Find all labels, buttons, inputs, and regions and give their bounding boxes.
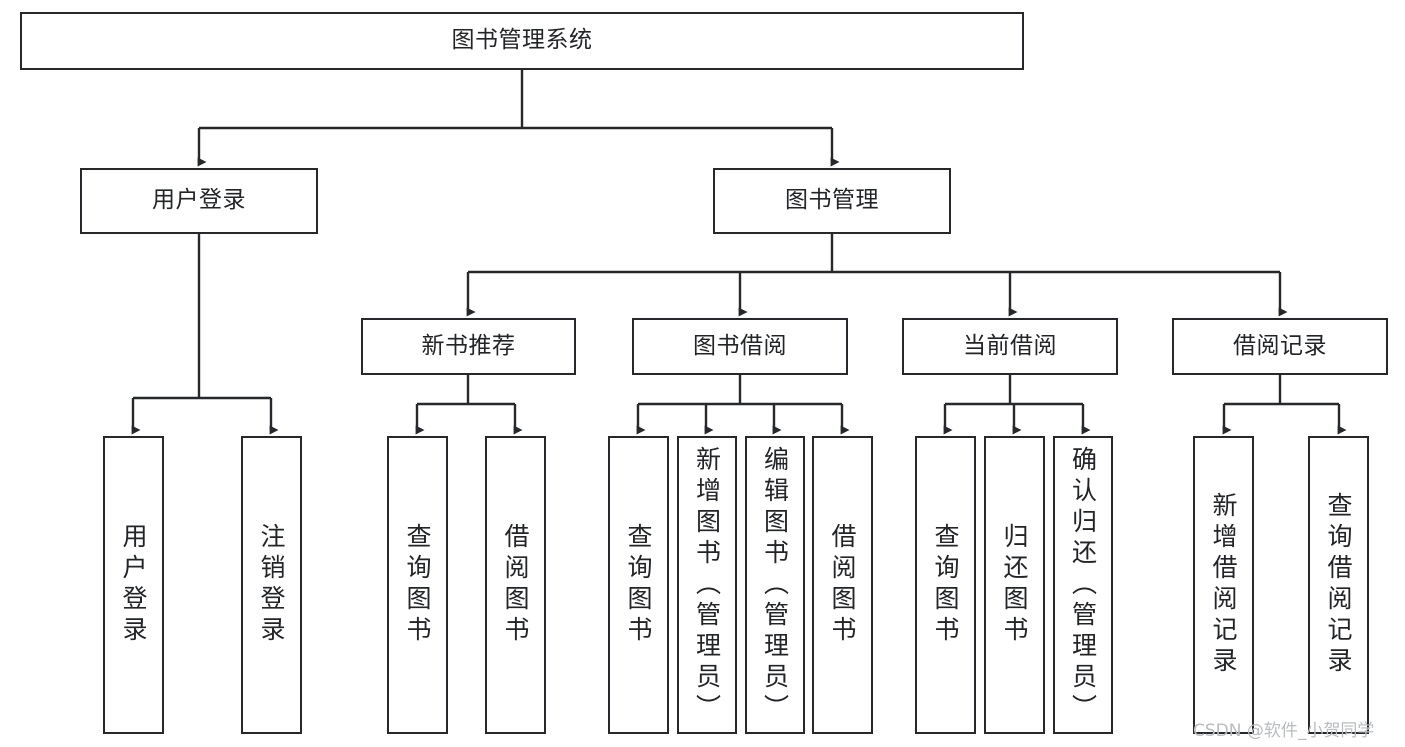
leaf-borrow-add-book-admin[interactable]: 新增图书（管理员） xyxy=(677,436,737,734)
leaf-borrow-edit-book-admin[interactable]: 编辑图书（管理员） xyxy=(745,436,805,734)
leaf-current-confirm-return-admin[interactable]: 确认归还（管理员） xyxy=(1053,436,1113,734)
node-label: 查询图书 xyxy=(624,523,653,647)
node-label: 图书借阅 xyxy=(693,332,787,359)
leaf-recommend-query-book[interactable]: 查询图书 xyxy=(387,436,448,734)
node-label: 确认归还（管理员） xyxy=(1068,445,1098,725)
node-label: 新增借阅记录 xyxy=(1209,492,1238,678)
node-label: 归还图书 xyxy=(1000,523,1029,647)
node-label: 编辑图书（管理员） xyxy=(760,445,790,725)
leaf-current-return-book[interactable]: 归还图书 xyxy=(984,436,1045,734)
node-book-borrow[interactable]: 图书借阅 xyxy=(632,318,848,375)
node-label: 注销登录 xyxy=(257,523,286,647)
node-label: 图书管理系统 xyxy=(451,27,593,54)
leaf-user-login[interactable]: 用户登录 xyxy=(103,436,164,734)
node-current-borrow[interactable]: 当前借阅 xyxy=(902,318,1118,375)
node-label: 借阅图书 xyxy=(501,523,530,647)
node-label: 当前借阅 xyxy=(963,332,1057,359)
node-label: 图书管理 xyxy=(785,187,879,214)
node-label: 借阅记录 xyxy=(1233,332,1327,359)
node-label: 查询图书 xyxy=(403,523,432,647)
leaf-borrow-query-book[interactable]: 查询图书 xyxy=(608,436,669,734)
leaf-record-add-borrow-record[interactable]: 新增借阅记录 xyxy=(1193,436,1254,734)
node-label: 查询借阅记录 xyxy=(1324,492,1353,678)
node-label: 借阅图书 xyxy=(828,523,857,647)
node-borrow-record[interactable]: 借阅记录 xyxy=(1172,318,1388,375)
leaf-user-logout[interactable]: 注销登录 xyxy=(241,436,302,734)
node-book-management[interactable]: 图书管理 xyxy=(713,168,951,234)
node-root-book-management-system[interactable]: 图书管理系统 xyxy=(20,12,1024,70)
node-label: 新增图书（管理员） xyxy=(692,445,722,725)
leaf-current-query-book[interactable]: 查询图书 xyxy=(915,436,976,734)
node-label: 查询图书 xyxy=(931,523,960,647)
leaf-record-query-borrow-record[interactable]: 查询借阅记录 xyxy=(1308,436,1369,734)
node-label: 用户登录 xyxy=(152,187,246,214)
node-label: 新书推荐 xyxy=(421,332,516,359)
leaf-borrow-borrow-book[interactable]: 借阅图书 xyxy=(812,436,873,734)
csdn-watermark: CSDN @软件_小贺同学 xyxy=(1193,721,1375,741)
node-new-book-recommend[interactable]: 新书推荐 xyxy=(361,318,576,375)
node-user-login[interactable]: 用户登录 xyxy=(80,168,318,234)
node-label: 用户登录 xyxy=(119,523,148,647)
leaf-recommend-borrow-book[interactable]: 借阅图书 xyxy=(485,436,546,734)
